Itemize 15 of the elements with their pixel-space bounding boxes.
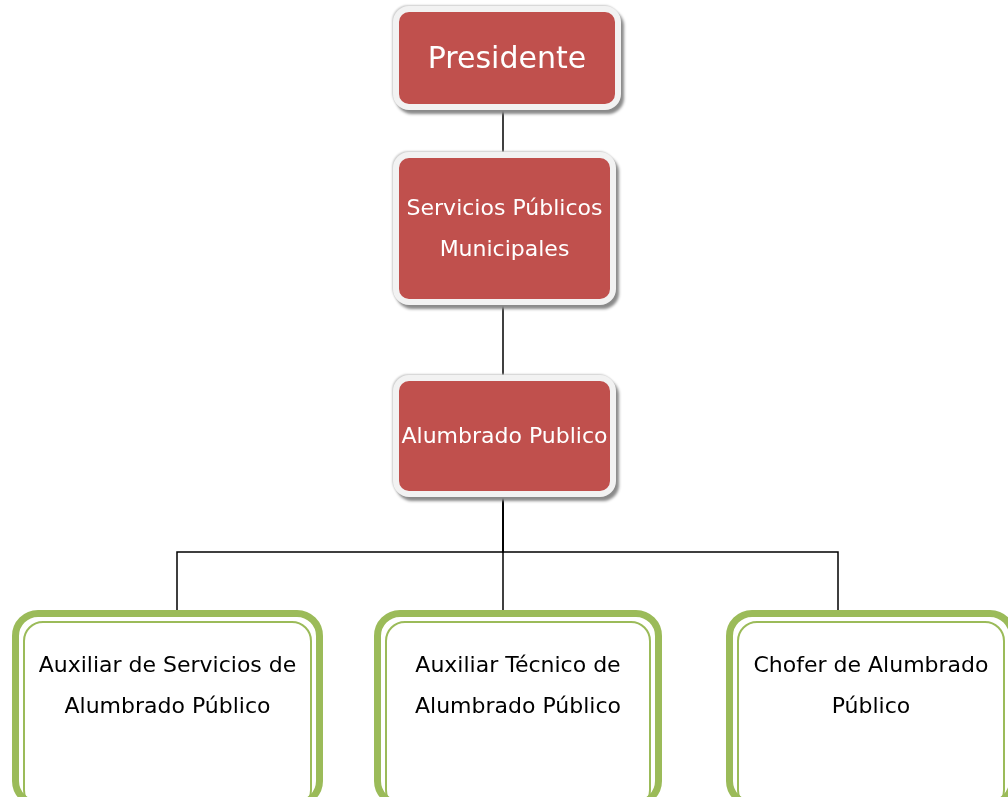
node-label: Chofer de Alumbrado Público bbox=[752, 651, 990, 720]
node-label: Alumbrado Publico bbox=[401, 421, 608, 450]
node-label: Auxiliar de Servicios de Alumbrado Público bbox=[37, 651, 298, 720]
connector-line bbox=[502, 496, 839, 611]
node-label: Presidente bbox=[427, 39, 587, 78]
position-box bbox=[726, 610, 1008, 797]
title-box bbox=[393, 6, 621, 110]
node-label: Servicios Públicos Municipales bbox=[405, 193, 604, 263]
position-box bbox=[12, 610, 323, 797]
department-box bbox=[393, 375, 616, 497]
connector-line bbox=[502, 109, 504, 153]
department-box bbox=[393, 152, 616, 305]
node-label: Auxiliar Técnico de Alumbrado Público bbox=[414, 651, 622, 720]
position-box bbox=[374, 610, 662, 797]
connector-line bbox=[502, 304, 504, 376]
